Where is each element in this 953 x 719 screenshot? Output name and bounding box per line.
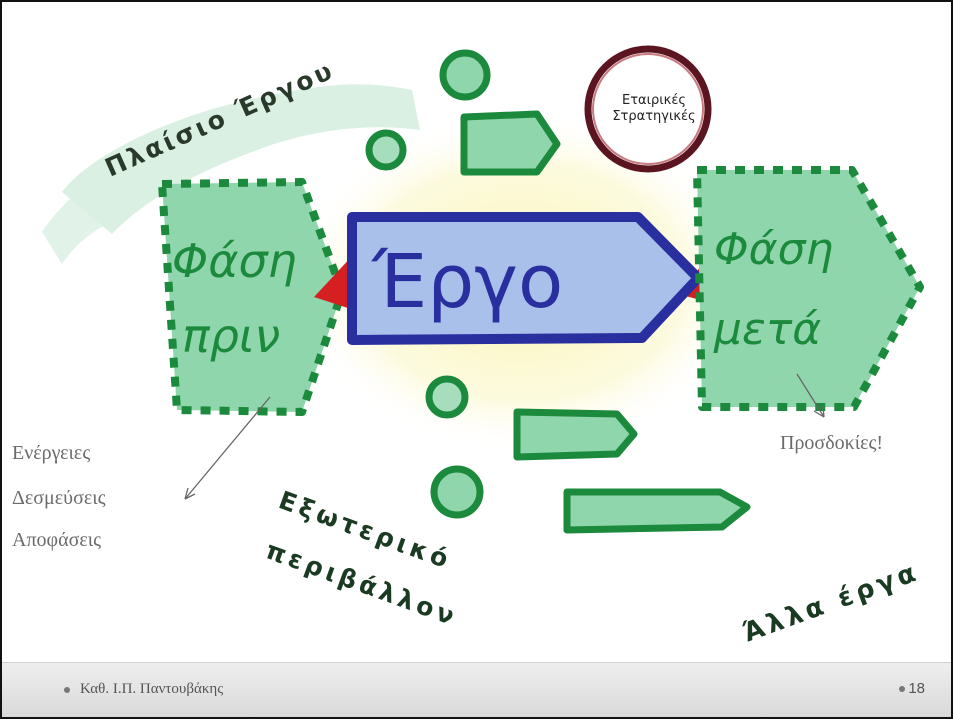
annotation-expectations: Προσδοκίες! [780, 432, 884, 454]
author-name: Καθ. Ι.Π. Παντουβάκης [80, 681, 224, 697]
project-arrow-shape [347, 212, 703, 345]
project-context-diagram: Πλαίσιο Έργου Εταιρικές Στρατηγικές Φάση… [42, 45, 924, 649]
before-phase-line2: πριν [182, 309, 280, 363]
pointer-line-right [796, 373, 825, 418]
annotation-actions: Ενέργειες [12, 442, 91, 464]
green-circle [430, 465, 484, 519]
before-phase-line1: Φάση [172, 234, 297, 288]
slide-footer: Καθ. Ι.Π. Παντουβάκης 18 [2, 662, 951, 717]
before-phase-shape [158, 178, 346, 416]
corporate-strategies-ring [584, 45, 712, 173]
corporate-label-line1: Εταιρικές [622, 93, 686, 108]
project-frame-band [62, 84, 420, 235]
green-arrow-shape [513, 408, 638, 461]
project-label: Έργο [371, 239, 563, 325]
corporate-label-line2: Στρατηγικές [612, 109, 695, 124]
pointer-line-left [184, 396, 271, 500]
green-arrow-shape [460, 110, 561, 176]
page-number-value: 18 [908, 680, 925, 697]
bullet-icon [899, 686, 906, 693]
after-phase-line1: Φάση [714, 224, 833, 275]
annotation-commitments: Δεσμεύσεις [12, 487, 106, 509]
green-circle [425, 375, 469, 419]
page-number: 18 [899, 680, 925, 697]
green-circle [365, 129, 407, 171]
other-projects-label: Άλλα έργα [739, 557, 923, 649]
red-connector-left [314, 254, 354, 310]
green-arrow-shape [563, 488, 751, 534]
footer-author: Καθ. Ι.Π. Παντουβάκης [64, 681, 223, 698]
after-phase-shape [693, 166, 924, 411]
green-circle [439, 49, 491, 101]
annotation-decisions: Αποφάσεις [12, 529, 102, 551]
bullet-icon [64, 686, 70, 693]
after-phase-line2: μετά [713, 304, 821, 355]
